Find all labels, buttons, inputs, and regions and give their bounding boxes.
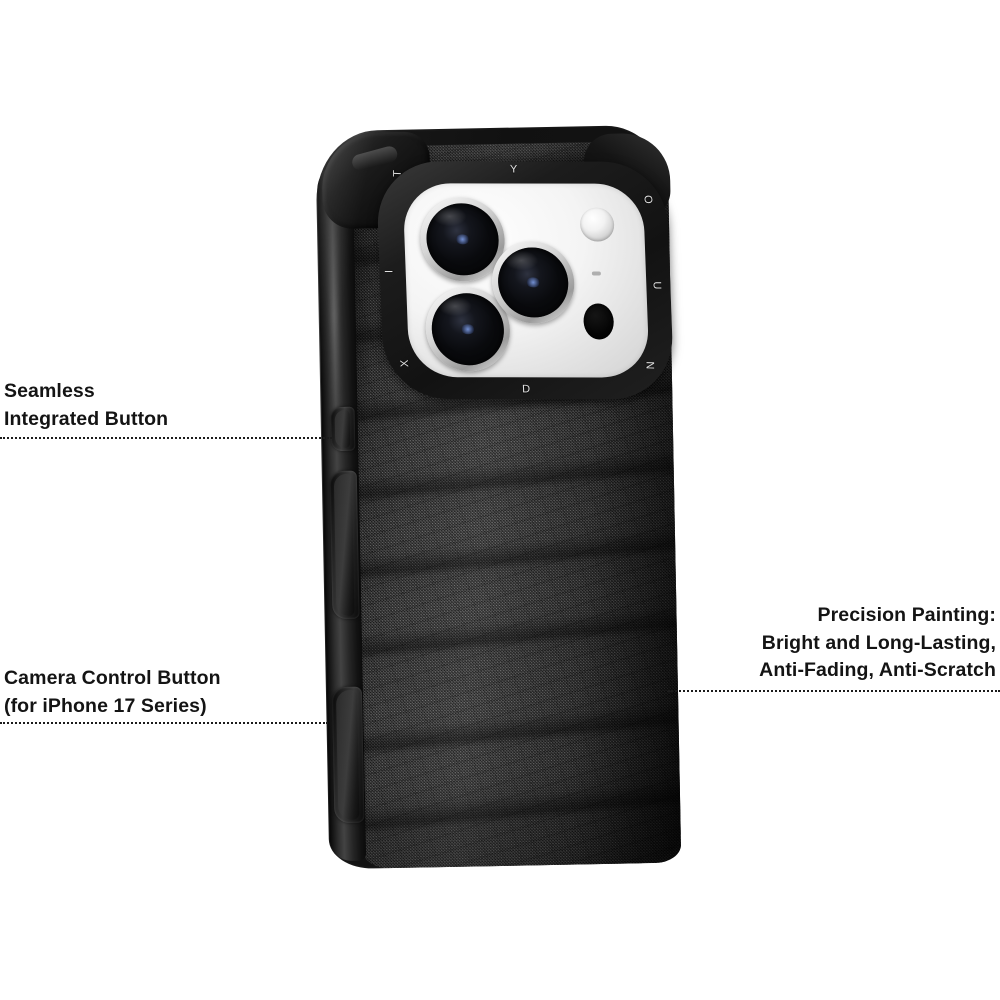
lidar-scanner-icon (582, 303, 615, 340)
action-button[interactable] (330, 406, 356, 452)
fabric-panel (349, 140, 682, 869)
lens-sheen (503, 250, 539, 271)
lens-glint (455, 234, 470, 245)
camera-control-button-surface (335, 689, 360, 821)
corner-bumper-top-left (321, 131, 432, 230)
ultra-wide-lens-icon (424, 287, 512, 372)
corner-bumper-notch (350, 144, 400, 172)
lens-glint (525, 277, 541, 288)
camera-control-button[interactable] (331, 686, 365, 824)
lens-sheen (432, 206, 468, 227)
bezel-letter-right-mid: U (650, 281, 663, 290)
fabric-shading (349, 140, 682, 869)
bezel-letter-bottom-right: N (643, 361, 656, 370)
case-left-edge (316, 160, 367, 862)
volume-button[interactable] (329, 470, 360, 620)
phone-case: T Y O I U X D N (315, 124, 682, 870)
leader-line-precision-painting (668, 690, 1000, 692)
microphone-icon (591, 271, 601, 276)
bezel-letter-bottom: D (521, 383, 531, 396)
leader-line-camera-control-button (0, 722, 328, 724)
bezel-letter-left-mid: I (383, 269, 396, 273)
bezel-letter-top-right: O (641, 194, 655, 205)
bezel-letter-bottom-left: X (398, 359, 412, 368)
volume-button-surface (333, 473, 355, 617)
camera-plate (402, 183, 650, 378)
case-shell (315, 124, 682, 870)
camera-island: T Y O I U X D N (375, 161, 675, 400)
callout-precision-painting: Precision Painting: Bright and Long-Last… (759, 604, 996, 682)
lens-sheen (437, 296, 473, 317)
case-gloss-overlay (315, 124, 682, 870)
action-button-surface (334, 409, 351, 449)
led-flash-icon (579, 207, 615, 242)
bezel-letter-top-left: T (391, 169, 404, 178)
wide-lens-icon (490, 241, 576, 324)
lens-glint (460, 324, 476, 335)
callout-seamless-integrated-button: Seamless Integrated Button (4, 380, 169, 430)
callout-camera-control-button: Camera Control Button (for iPhone 17 Ser… (4, 667, 221, 717)
quilted-ridges (349, 140, 682, 869)
telephoto-lens-icon (418, 197, 507, 282)
case-edge-highlight (328, 201, 340, 432)
corner-bumper-top-right (583, 132, 671, 219)
bezel-letter-top: Y (509, 163, 519, 176)
leader-line-seamless-integrated-button (0, 437, 332, 439)
